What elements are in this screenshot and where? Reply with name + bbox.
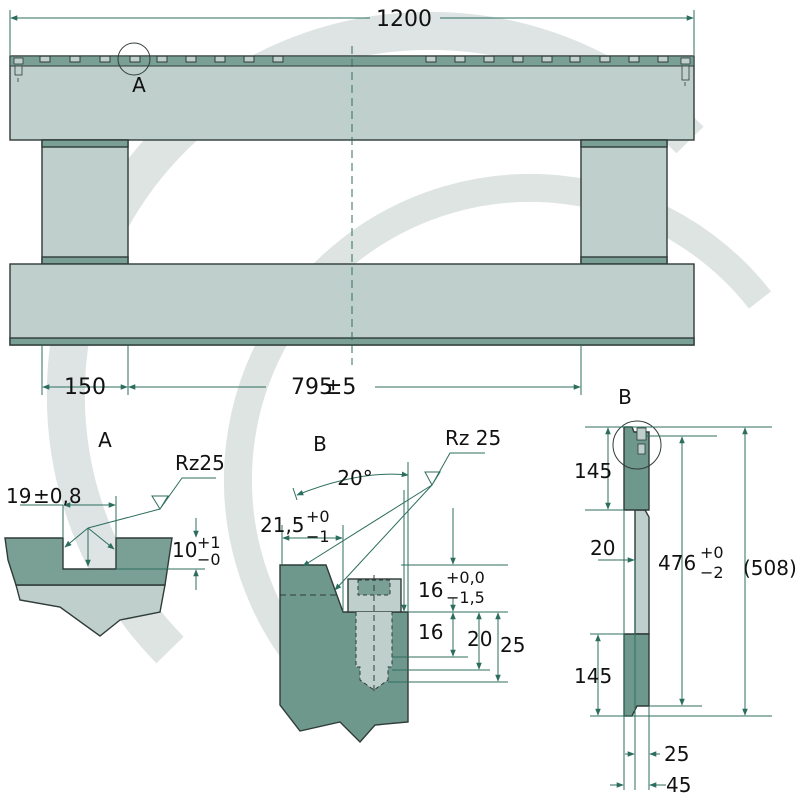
block-width-label: 45 [666, 773, 691, 797]
chamfer-width-label: 21,5 [260, 513, 305, 537]
head-depth-label: 16 [418, 578, 443, 602]
web-offset-label: 20 [590, 536, 615, 560]
detail-b-title: B [313, 432, 327, 456]
slot-depth-tol-lower: −0 [197, 550, 221, 569]
leg-spacing-tolerance: ±5 [324, 375, 356, 400]
chamfer-tol-lower: −1 [306, 527, 330, 546]
inner-height-tol-lower: −2 [700, 563, 724, 582]
chamfer-tol-upper: +0 [306, 507, 330, 526]
inner-height-label: 476 [658, 551, 696, 575]
overall-width-label: 1200 [376, 7, 432, 32]
drill-depth-label: 25 [500, 633, 525, 657]
detail-b-circle [612, 420, 662, 470]
detail-b-roughness: Rz 25 [445, 426, 501, 450]
main-view: 1200 A 15 [9, 7, 695, 400]
side-view: B 145 145 20 476 +0 −2 (508) [574, 385, 797, 797]
slot-width-label: 19 [6, 484, 31, 508]
overall-height-label: (508) [743, 556, 797, 580]
left-leg [41, 139, 129, 265]
leg-spacing-label: 795 [291, 375, 333, 400]
lower-block [623, 633, 650, 717]
web-width-label: 25 [664, 742, 689, 766]
bolt-icon-left [13, 57, 24, 82]
web [634, 509, 650, 635]
detail-b-marker: B [618, 385, 632, 409]
thread-depth-label: 16 [418, 620, 443, 644]
slot-profile [4, 537, 173, 586]
slot-depth-tol-upper: +1 [197, 533, 221, 552]
bolt-icon-right [680, 57, 691, 86]
detail-a-view: A 19 ±0,8 Rz25 10 +1 −0 [4, 428, 225, 637]
detail-a-title: A [98, 428, 112, 452]
slot-width-tolerance: ±0,8 [33, 484, 82, 508]
head-depth-tol-upper: +0,0 [446, 568, 485, 587]
section-b-body [279, 564, 409, 744]
angle-label: 20° [337, 466, 372, 490]
bottom-beam [9, 263, 695, 346]
bore-depth-label: 20 [467, 627, 492, 651]
detail-a-circle [117, 42, 151, 76]
inner-height-tol-upper: +0 [700, 543, 724, 562]
right-leg [580, 139, 668, 265]
detail-a-roughness: Rz25 [175, 451, 225, 475]
detail-a-marker: A [132, 73, 146, 97]
lower-block-height-label: 145 [574, 664, 612, 688]
head-depth-tol-lower: −1,5 [446, 588, 485, 607]
leg-width-label: 150 [64, 375, 106, 400]
detail-b-view: B 20° Rz 25 21,5 +0 −1 [260, 426, 525, 744]
slot-depth-label: 10 [172, 538, 197, 562]
upper-block-height-label: 145 [574, 459, 612, 483]
